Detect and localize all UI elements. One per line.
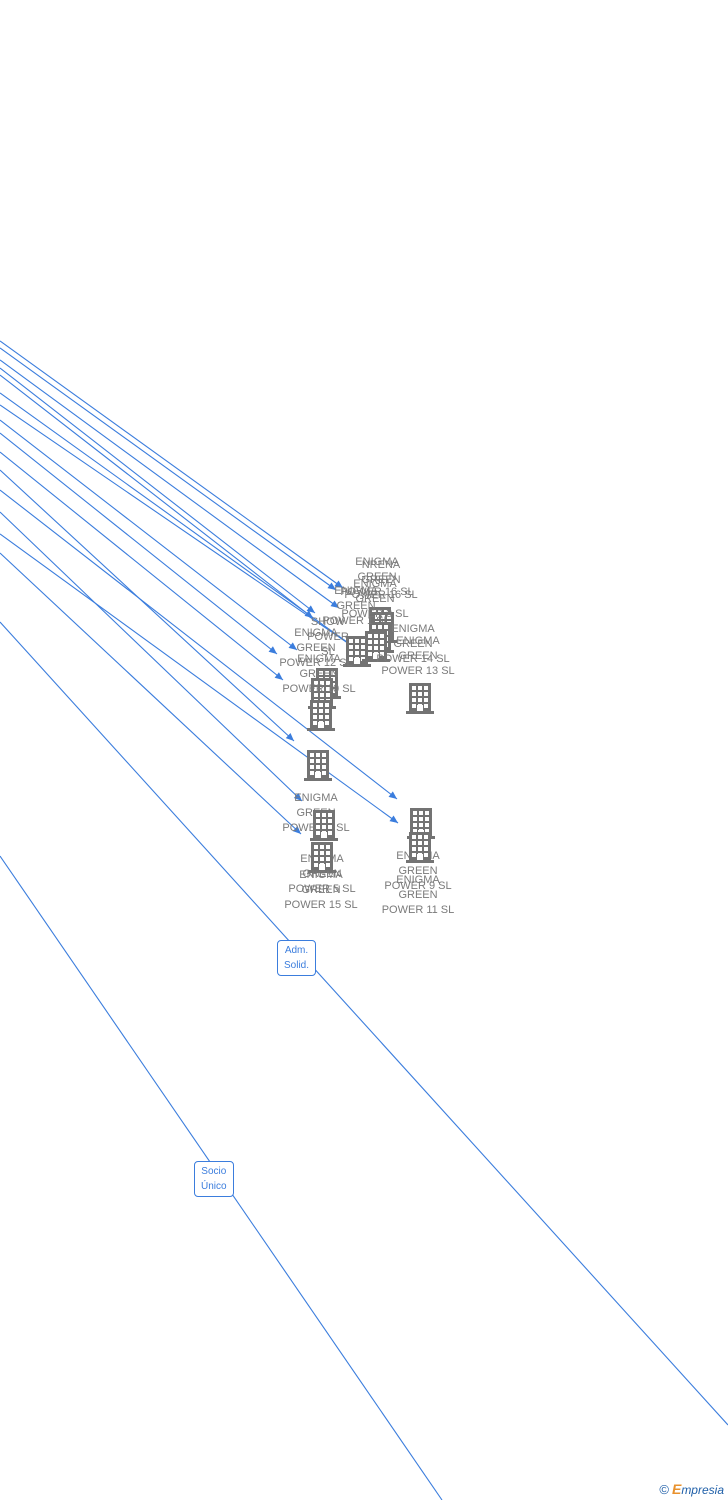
empresia-logo[interactable]: ©Empresia bbox=[659, 1481, 724, 1497]
relation-edge bbox=[0, 489, 398, 800]
relation-edge bbox=[0, 451, 284, 681]
company-label[interactable]: ENIGMA bbox=[294, 792, 338, 804]
relation-badge-line: Adm. bbox=[284, 945, 309, 956]
company-label[interactable]: GREEN bbox=[393, 638, 432, 650]
company-label[interactable]: GREEN bbox=[299, 668, 338, 680]
building-icon[interactable] bbox=[307, 700, 335, 731]
company-label[interactable]: ENIGMA bbox=[355, 556, 399, 568]
relation-badge-line: Único bbox=[201, 1181, 227, 1192]
company-label[interactable]: POWER 9 SL bbox=[384, 880, 451, 892]
building-icon[interactable] bbox=[406, 832, 434, 863]
company-label[interactable]: ENIGMA bbox=[396, 874, 440, 886]
company-label[interactable]: POWER 11 SL bbox=[382, 904, 455, 916]
company-label[interactable]: POWER 1 SL bbox=[322, 615, 389, 627]
building-icon[interactable] bbox=[362, 631, 390, 662]
company-label[interactable]: POWER bbox=[307, 631, 349, 643]
relation-badge-adm-solid[interactable]: Adm. Solid. bbox=[277, 940, 317, 976]
edge-arrowhead bbox=[327, 582, 336, 590]
building-icon[interactable] bbox=[343, 636, 371, 667]
building-icon[interactable] bbox=[304, 750, 332, 781]
relation-edge bbox=[0, 419, 298, 651]
relation-badge-line: Socio bbox=[201, 1166, 227, 1177]
company-label[interactable]: ENIGMA bbox=[396, 635, 440, 647]
relation-edge bbox=[0, 533, 399, 824]
edge-arrowhead bbox=[288, 642, 297, 650]
company-label[interactable]: POWER 13 SL bbox=[381, 665, 454, 677]
edge-arrowhead bbox=[389, 815, 398, 823]
company-label[interactable]: GREEN bbox=[301, 884, 340, 896]
building-icon[interactable] bbox=[310, 810, 338, 841]
brand-name: mpresia bbox=[681, 1483, 724, 1497]
edge-arrowhead bbox=[330, 600, 339, 608]
company-label[interactable]: POWER 15 SL bbox=[284, 899, 357, 911]
edges-layer bbox=[0, 340, 728, 1500]
company-label[interactable]: ENIGMA bbox=[391, 623, 435, 635]
company-label[interactable]: ENIGMA bbox=[297, 653, 341, 665]
company-label[interactable]: GREEN bbox=[398, 865, 437, 877]
copyright-symbol: © bbox=[659, 1482, 669, 1497]
company-label[interactable]: SHOW bbox=[311, 616, 346, 628]
company-label[interactable]: POWER 16 SL bbox=[340, 586, 413, 598]
company-label[interactable]: GREEN bbox=[398, 650, 437, 662]
company-node[interactable]: ENIGMA GREEN POWER 15 SL bbox=[284, 842, 358, 911]
edge-arrowhead bbox=[274, 672, 283, 680]
edge-arrowhead bbox=[268, 646, 277, 654]
company-label[interactable]: ENIGMA bbox=[294, 627, 338, 639]
relation-edge bbox=[0, 359, 340, 609]
company-label[interactable]: POWER 3 SL bbox=[341, 608, 408, 620]
edge-arrowhead bbox=[334, 580, 343, 588]
building-icon[interactable] bbox=[406, 683, 434, 714]
brand-initial: E bbox=[671, 1481, 682, 1497]
relation-edge bbox=[0, 621, 728, 1426]
company-label[interactable]: GREEN bbox=[355, 593, 394, 605]
building-icon[interactable] bbox=[308, 842, 336, 873]
company-label[interactable]: POWER 5 SL bbox=[288, 883, 355, 895]
company-label[interactable]: POWER 14 SL bbox=[376, 653, 449, 665]
edge-arrowhead bbox=[292, 825, 301, 834]
relation-edge bbox=[0, 392, 373, 661]
relation-edge bbox=[0, 511, 303, 802]
company-node[interactable]: ENIGMA GREEN POWER 3 SL bbox=[341, 578, 409, 667]
relation-badge-line: Solid. bbox=[284, 960, 310, 971]
company-label[interactable]: GREEN bbox=[357, 571, 396, 583]
edge-arrowhead bbox=[285, 733, 294, 741]
relation-edge bbox=[0, 552, 302, 835]
company-label[interactable]: NRENA bbox=[362, 559, 401, 571]
relation-edge bbox=[0, 347, 337, 591]
company-label[interactable]: POWER 12 SL bbox=[279, 657, 352, 669]
edge-arrowhead bbox=[293, 792, 302, 801]
company-label[interactable]: POWER 16 SL bbox=[344, 589, 417, 601]
relation-badge-socio-unico[interactable]: Socio Único bbox=[194, 1161, 234, 1197]
relation-edge bbox=[0, 374, 314, 619]
relation-edge bbox=[0, 432, 278, 655]
company-label[interactable]: ENIGMA bbox=[353, 578, 397, 590]
company-node[interactable]: ENIGMA GREEN POWER 10 SL bbox=[282, 653, 356, 731]
company-label[interactable]: POWER 10 SL bbox=[282, 683, 355, 695]
company-label[interactable]: ENIGMA bbox=[334, 585, 378, 597]
company-label[interactable]: GREEN bbox=[336, 600, 375, 612]
relation-edge bbox=[0, 404, 356, 649]
edge-arrowhead bbox=[388, 791, 397, 799]
company-label[interactable]: GREEN bbox=[398, 889, 437, 901]
company-label[interactable]: ENIGMA bbox=[299, 869, 343, 881]
company-label[interactable]: GREEN bbox=[361, 574, 400, 586]
relation-edge bbox=[0, 340, 344, 589]
company-label[interactable]: SL bbox=[321, 646, 334, 658]
relation-edge bbox=[0, 367, 316, 614]
company-label[interactable]: GREEN bbox=[296, 642, 335, 654]
relation-edge bbox=[0, 469, 295, 742]
